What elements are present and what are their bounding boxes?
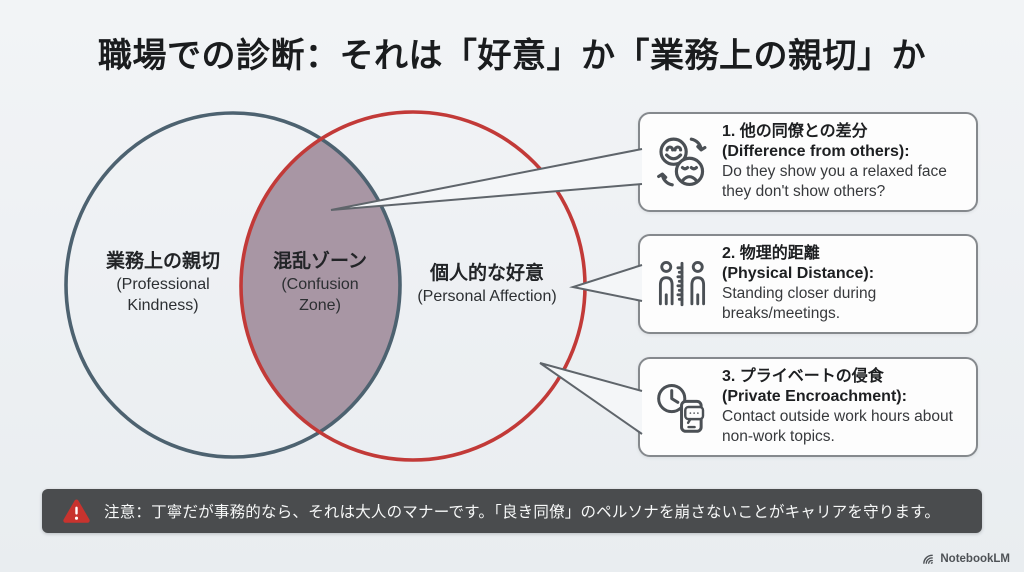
distance-ruler-icon [654,257,710,311]
callout-heading-en: (Physical Distance): [722,265,875,282]
callout-heading-jp: 2. 物理的距離 [722,245,820,262]
notebooklm-icon [922,553,935,565]
callout-private-encroachment: 3. プライベートの侵食 (Private Encroachment): Con… [638,357,978,457]
venn-label-professional-kindness: 業務上の親切 (Professional Kindness) [63,250,263,316]
callout-body: Do they show you a relaxed face they don… [722,163,947,200]
page-title: 職場での診断：それは「好意」か「業務上の親切」か [98,37,926,75]
venn-label-personal-affection: 個人的な好意 (Personal Affection) [387,262,587,307]
venn-label-en: (Personal Affection) [417,288,557,305]
brand-footer: NotebookLM [922,553,1010,565]
venn-label-en: (Professional [116,276,210,293]
pointer-tail-3 [539,362,643,435]
venn-label-en: (Confusion [281,276,359,293]
callout-heading-en: (Difference from others): [722,143,910,160]
venn-label-confusion-zone: 混乱ゾーン (Confusion Zone) [245,250,395,316]
callout-heading-jp: 1. 他の同僚との差分 [722,123,868,140]
warning-triangle-icon [62,498,91,524]
callout-physical-distance: 2. 物理的距離 (Physical Distance): Standing c… [638,234,978,334]
callout-difference-from-others: 1. 他の同僚との差分 (Difference from others): Do… [638,112,978,212]
warning-text: 注意：丁寧だが事務的なら、それは大人のマナーです。「良き同僚」のペルソナを崩さな… [104,504,941,521]
venn-label-jp: 個人的な好意 [429,263,544,284]
callout-heading-en: (Private Encroachment): [722,388,907,405]
warning-banner: 注意：丁寧だが事務的なら、それは大人のマナーです。「良き同僚」のペルソナを崩さな… [42,489,982,533]
callout-body: Contact outside work hours about non-wor… [722,408,953,445]
venn-label-jp: 業務上の親切 [105,251,220,272]
faces-swap-icon [654,134,710,190]
callout-heading-jp: 3. プライベートの侵食 [722,368,884,385]
venn-label-en: Kindness) [127,297,199,314]
pointer-tail-1 [330,148,643,211]
callout-text: 2. 物理的距離 (Physical Distance): Standing c… [722,244,964,324]
callout-text: 3. プライベートの侵食 (Private Encroachment): Con… [722,367,964,447]
brand-label: NotebookLM [940,553,1010,565]
venn-label-en: Zone) [299,297,341,314]
callout-body: Standing closer during breaks/meetings. [722,285,877,322]
callout-text: 1. 他の同僚との差分 (Difference from others): Do… [722,122,964,202]
venn-label-jp: 混乱ゾーン [272,251,368,272]
clock-phone-icon [654,379,710,435]
